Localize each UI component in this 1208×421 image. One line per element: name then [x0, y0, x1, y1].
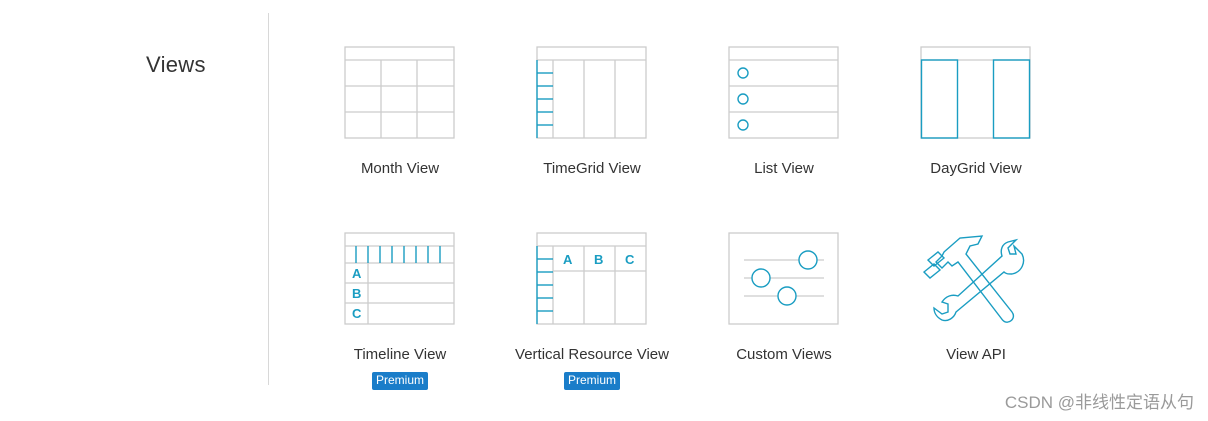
vertical-resource-icon: A B C — [536, 232, 647, 325]
view-label-vertical-resource: Vertical Resource View — [515, 346, 669, 363]
view-api-tools-icon — [922, 235, 1025, 323]
timeline-icon: A B C — [344, 232, 455, 325]
timegrid-icon — [536, 46, 647, 139]
csdn-watermark: CSDN @非线性定语从句 — [1004, 393, 1194, 412]
view-card-timeline[interactable]: A B C Timeline View Premium — [304, 232, 496, 392]
view-label-timeline: Timeline View — [353, 346, 447, 363]
view-card-daygrid[interactable]: DayGrid View — [880, 46, 1072, 206]
section-title: Views — [146, 52, 206, 77]
timeline-row-label: C — [352, 306, 362, 321]
view-label-custom: Custom Views — [736, 346, 832, 363]
timeline-row-label: B — [352, 286, 361, 301]
view-card-list[interactable]: List View — [688, 46, 880, 206]
section-divider — [268, 13, 269, 385]
view-card-custom[interactable]: Custom Views — [688, 232, 880, 392]
resource-column-label: B — [594, 252, 603, 267]
daygrid-icon — [920, 46, 1031, 139]
view-card-vertical-resource[interactable]: A B C Vertical Resource View Premium — [496, 232, 688, 392]
view-card-api[interactable]: View API — [880, 232, 1072, 392]
premium-badge: Premium — [371, 372, 428, 390]
view-label-api: View API — [946, 346, 1006, 363]
view-label-daygrid: DayGrid View — [930, 160, 1022, 177]
month-grid-icon — [344, 46, 455, 139]
view-card-month[interactable]: Month View — [304, 46, 496, 206]
premium-badge: Premium — [563, 372, 620, 390]
view-card-timegrid[interactable]: TimeGrid View — [496, 46, 688, 206]
timeline-row-label: A — [352, 266, 362, 281]
view-label-month: Month View — [360, 160, 440, 177]
view-label-timegrid: TimeGrid View — [543, 160, 641, 177]
resource-column-label: A — [563, 252, 573, 267]
list-icon — [728, 46, 839, 139]
view-label-list: List View — [754, 160, 814, 177]
custom-views-sliders-icon — [728, 232, 839, 325]
resource-column-label: C — [625, 252, 635, 267]
